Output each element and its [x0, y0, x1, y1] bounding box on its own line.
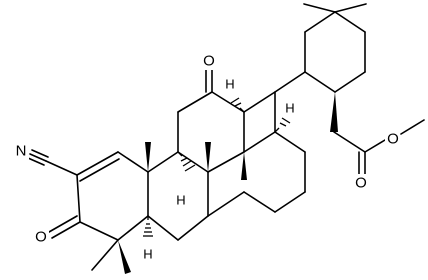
ring-b	[147, 151, 209, 241]
oxygen-label-ring-c: O	[203, 53, 215, 70]
oxygen-label-ester-carbonyl: O	[355, 175, 367, 192]
stereo-h-cd: H	[225, 77, 245, 113]
oxygen-label-ring-a: O	[35, 229, 47, 246]
stereo-h-ab: H	[143, 216, 153, 262]
ring-e-gem-dimethyl	[303, 3, 367, 13]
angular-methyl-2	[205, 142, 211, 172]
nitrile-group: N	[13, 142, 78, 176]
stereo-h-de: H	[274, 101, 295, 133]
methyl-ester-group: O O	[330, 92, 425, 192]
angular-methyl-1	[145, 142, 151, 172]
ring-d	[207, 91, 306, 217]
stereo-h-bc: H	[176, 151, 196, 208]
ring-a-ketone: O	[33, 215, 81, 246]
h-label-3: H	[225, 77, 234, 92]
h-label-2: H	[176, 193, 185, 208]
h-label-1: H	[143, 247, 152, 262]
ring-a	[76, 151, 149, 241]
ring-c	[177, 91, 245, 173]
oxygen-label-ester-ether: O	[387, 131, 399, 148]
nitrogen-label: N	[16, 143, 27, 160]
ring-e	[274, 11, 366, 93]
h-label-4: H	[285, 101, 294, 116]
ring-c-ketone: O	[201, 52, 217, 93]
angular-methyl-3	[241, 152, 247, 180]
ring-a-gem-dimethyl	[91, 239, 131, 274]
